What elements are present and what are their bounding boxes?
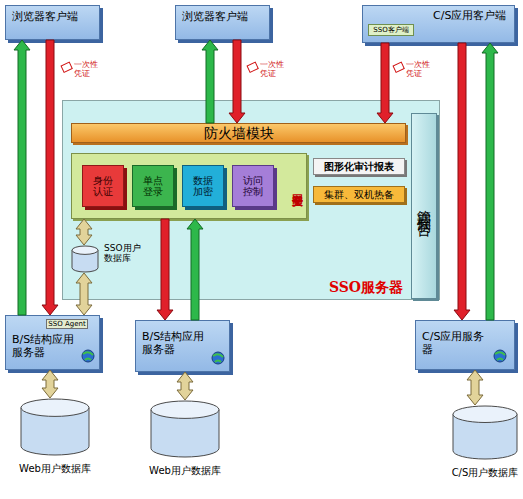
- node-text: SSO Agent: [48, 320, 85, 328]
- database-cylinder: Web用户数据库: [150, 400, 220, 458]
- globe-icon: [212, 352, 224, 364]
- node-text: 身份认证: [91, 175, 115, 198]
- ticket-icon: [393, 62, 404, 72]
- cylinder-top: [72, 246, 98, 254]
- agent-box: SSO Agent: [46, 319, 88, 329]
- flow-arrow: [202, 40, 218, 123]
- flow-arrow: [454, 43, 470, 320]
- ticket-label: 一次性凭证: [74, 60, 102, 78]
- flow-arrow: [14, 40, 30, 315]
- flow-arrow: [482, 43, 498, 320]
- node-text: 数据加密: [191, 175, 215, 198]
- database-cylinder: C/S用户数据库: [452, 405, 518, 460]
- function-box: 单点登录: [132, 165, 174, 207]
- ticket-icon: [61, 62, 72, 72]
- node-text: SSO服务器: [329, 279, 403, 295]
- cluster-box: 集群、双机热备: [313, 186, 405, 203]
- database-cylinder: SSO用户数据库: [71, 245, 99, 273]
- node-text: C/S应用服务器: [422, 331, 488, 356]
- report-box: 图形化审计报表: [313, 158, 405, 175]
- server-box: C/S应用服务器: [415, 320, 515, 370]
- node-text: Web用户数据库: [0, 463, 110, 475]
- cylinder-outline: [150, 400, 220, 458]
- database-cylinder: Web用户数据库: [20, 398, 90, 456]
- node-text: B/S结构应用服务器: [12, 334, 78, 359]
- ticket-icon: [247, 62, 258, 72]
- node-text: B/S结构应用服务器: [142, 331, 208, 356]
- function-box: 访问控制: [232, 165, 274, 207]
- firewall-band: 防火墙模块: [71, 123, 406, 143]
- flow-arrow: [42, 370, 58, 398]
- gateway-box: 安全网关身份认证单点登录数据加密访问控制: [71, 153, 307, 219]
- flow-arrow: [76, 219, 92, 245]
- server-box: B/S结构应用服务器: [135, 320, 230, 372]
- node-text: C/S用户数据库: [432, 467, 523, 479]
- function-box: 身份认证: [82, 165, 124, 207]
- cylinder-top: [453, 406, 517, 423]
- node-text: 管理控制台: [416, 199, 432, 214]
- ticket-label: 一次性凭证: [406, 60, 434, 78]
- server-frame: SSO服务器防火墙模块管理控制台安全网关身份认证单点登录数据加密访问控制图形化审…: [62, 100, 440, 300]
- client-box: 浏览器客户端: [175, 5, 270, 40]
- node-text: 浏览器客户端: [12, 11, 93, 24]
- node-text: C/S应用客户端: [433, 10, 508, 23]
- flow-arrow: [229, 40, 245, 123]
- flow-arrow: [187, 219, 203, 320]
- function-box: 数据加密: [182, 165, 224, 207]
- globe-icon: [494, 350, 506, 362]
- cylinder-outline: [452, 405, 518, 460]
- flow-arrow: [157, 219, 173, 320]
- node-text: 防火墙模块: [204, 125, 274, 141]
- flow-arrow: [467, 370, 483, 405]
- ticket-label: 一次性凭证: [260, 60, 288, 78]
- node-text: 浏览器客户端: [182, 11, 263, 24]
- cylinder-outline: [71, 245, 99, 273]
- node-text: SSO用户数据库: [104, 243, 146, 264]
- client-box: 浏览器客户端: [5, 5, 100, 40]
- node-text: 图形化审计报表: [324, 161, 394, 173]
- flow-arrow: [377, 43, 393, 123]
- cylinder-top: [151, 401, 219, 418]
- node-text: Web用户数据库: [130, 465, 240, 477]
- node-text: 单点登录: [141, 175, 165, 198]
- flow-arrow: [42, 40, 58, 315]
- console-box: 管理控制台: [411, 113, 437, 299]
- node-text: 集群、双机热备: [324, 189, 394, 201]
- server-box: B/S结构应用服务器 SSO Agent: [5, 315, 100, 370]
- flow-arrow: [76, 273, 92, 315]
- node-text: SSO客户端: [373, 26, 408, 34]
- cylinder-top: [21, 399, 89, 416]
- node-text: 访问控制: [241, 175, 265, 198]
- flow-arrow: [177, 372, 193, 400]
- globe-icon: [82, 350, 94, 362]
- client-box: C/S应用客户端 SSO客户端: [362, 5, 515, 43]
- cylinder-outline: [20, 398, 90, 456]
- client-agent-box: SSO客户端: [368, 24, 414, 36]
